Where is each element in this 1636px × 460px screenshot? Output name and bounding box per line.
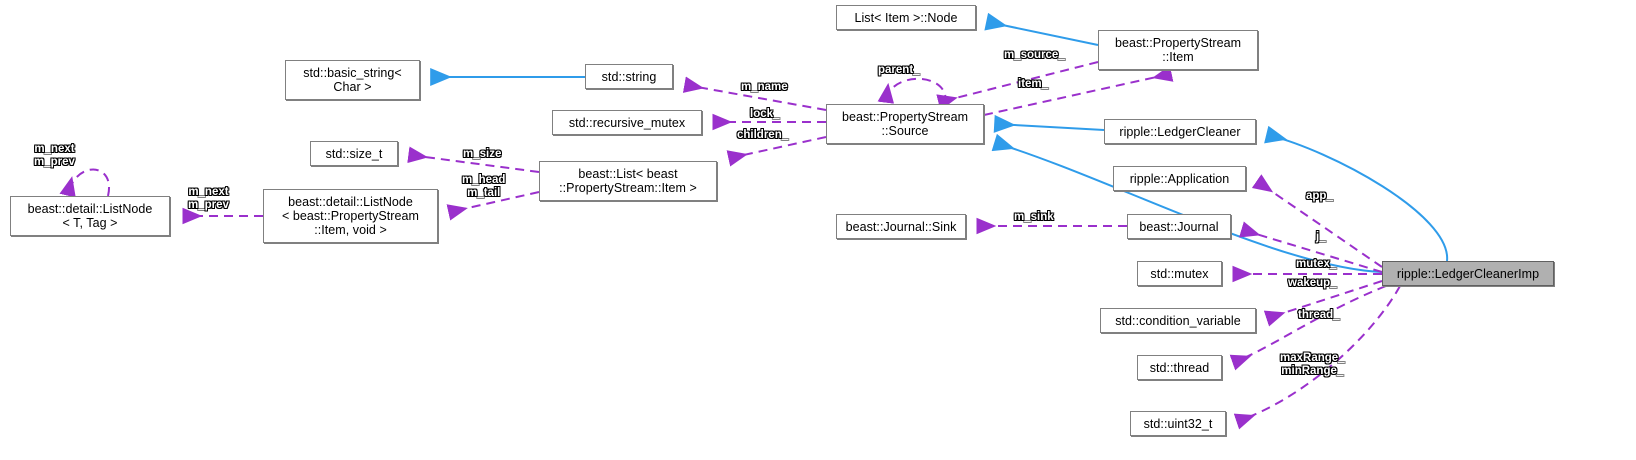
edge-label-mutex: mutex_ xyxy=(1296,258,1337,270)
edge-imp-to-ps-source xyxy=(991,133,1383,273)
edge-imp-to-ledger-cleaner xyxy=(1264,125,1449,262)
class-node-listnode_item_void[interactable]: beast::detail::ListNode < beast::Propert… xyxy=(263,189,438,243)
class-node-journal_sink[interactable]: beast::Journal::Sink xyxy=(836,214,966,239)
edge-imp-to-std-thread xyxy=(1229,285,1387,371)
edge-label-m_source: m_source_ xyxy=(1004,49,1065,61)
class-node-size_t[interactable]: std::size_t xyxy=(310,141,398,166)
edge-label-j: j_ xyxy=(1316,231,1326,243)
edge-label-m_name: m_name xyxy=(741,81,788,93)
edge-label-m_size: m_size xyxy=(463,148,502,160)
class-node-basic_string[interactable]: std::basic_string< Char > xyxy=(285,60,420,100)
edge-ps-source-to-ps-item xyxy=(983,65,1174,116)
class-node-ps_source[interactable]: beast::PropertyStream ::Source xyxy=(826,104,984,144)
class-node-condition_variable[interactable]: std::condition_variable xyxy=(1100,308,1256,333)
edge-label-parent: parent_ xyxy=(878,64,920,76)
edge-ledger-cleaner-to-ps-source xyxy=(993,114,1105,133)
class-node-list_item_node[interactable]: List< Item >::Node xyxy=(836,5,976,30)
edge-label-wakeup: wakeup_ xyxy=(1288,277,1337,289)
class-node-application[interactable]: ripple::Application xyxy=(1113,166,1246,191)
class-node-ledger_cleaner[interactable]: ripple::LedgerCleaner xyxy=(1104,119,1256,144)
edge-label-children: children_ xyxy=(737,129,789,141)
class-node-std_mutex[interactable]: std::mutex xyxy=(1137,261,1222,286)
class-node-listnode_t_tag[interactable]: beast::detail::ListNode < T, Tag > xyxy=(10,196,170,236)
edge-ps-item-to-list-item-node xyxy=(984,12,1099,46)
class-node-beast_journal[interactable]: beast::Journal xyxy=(1127,214,1231,239)
class-node-ps_item[interactable]: beast::PropertyStream ::Item xyxy=(1098,30,1258,70)
edge-listnode-self-m-next-m-prev xyxy=(59,168,111,198)
edge-label-maxRange_minRange: maxRange_ minRange_ xyxy=(1280,352,1345,377)
edge-label-app: app_ xyxy=(1306,190,1333,202)
edge-label-item: item_ xyxy=(1018,78,1049,90)
class-node-beast_list[interactable]: beast::List< beast ::PropertyStream::Ite… xyxy=(539,161,717,201)
edge-label-m_head_m_tail: m_head m_tail xyxy=(462,174,506,199)
edge-ps-source-self-parent xyxy=(877,77,947,105)
edge-label-m_sink: m_sink xyxy=(1014,211,1054,223)
edge-label-m_next_m_prev_link: m_next m_prev xyxy=(188,186,229,211)
edge-label-lock: lock_ xyxy=(750,108,780,120)
class-node-std_thread[interactable]: std::thread xyxy=(1137,355,1222,380)
edge-label-thread: thread_ xyxy=(1298,309,1340,321)
class-node-std_string[interactable]: std::string xyxy=(585,64,673,89)
class-node-recursive_mutex[interactable]: std::recursive_mutex xyxy=(552,110,702,135)
class-node-uint32_t[interactable]: std::uint32_t xyxy=(1130,411,1226,436)
edge-label-m_next_m_prev_self: m_next m_prev xyxy=(34,143,75,168)
class-node-ledger_cleaner_imp[interactable]: ripple::LedgerCleanerImp xyxy=(1382,261,1554,286)
